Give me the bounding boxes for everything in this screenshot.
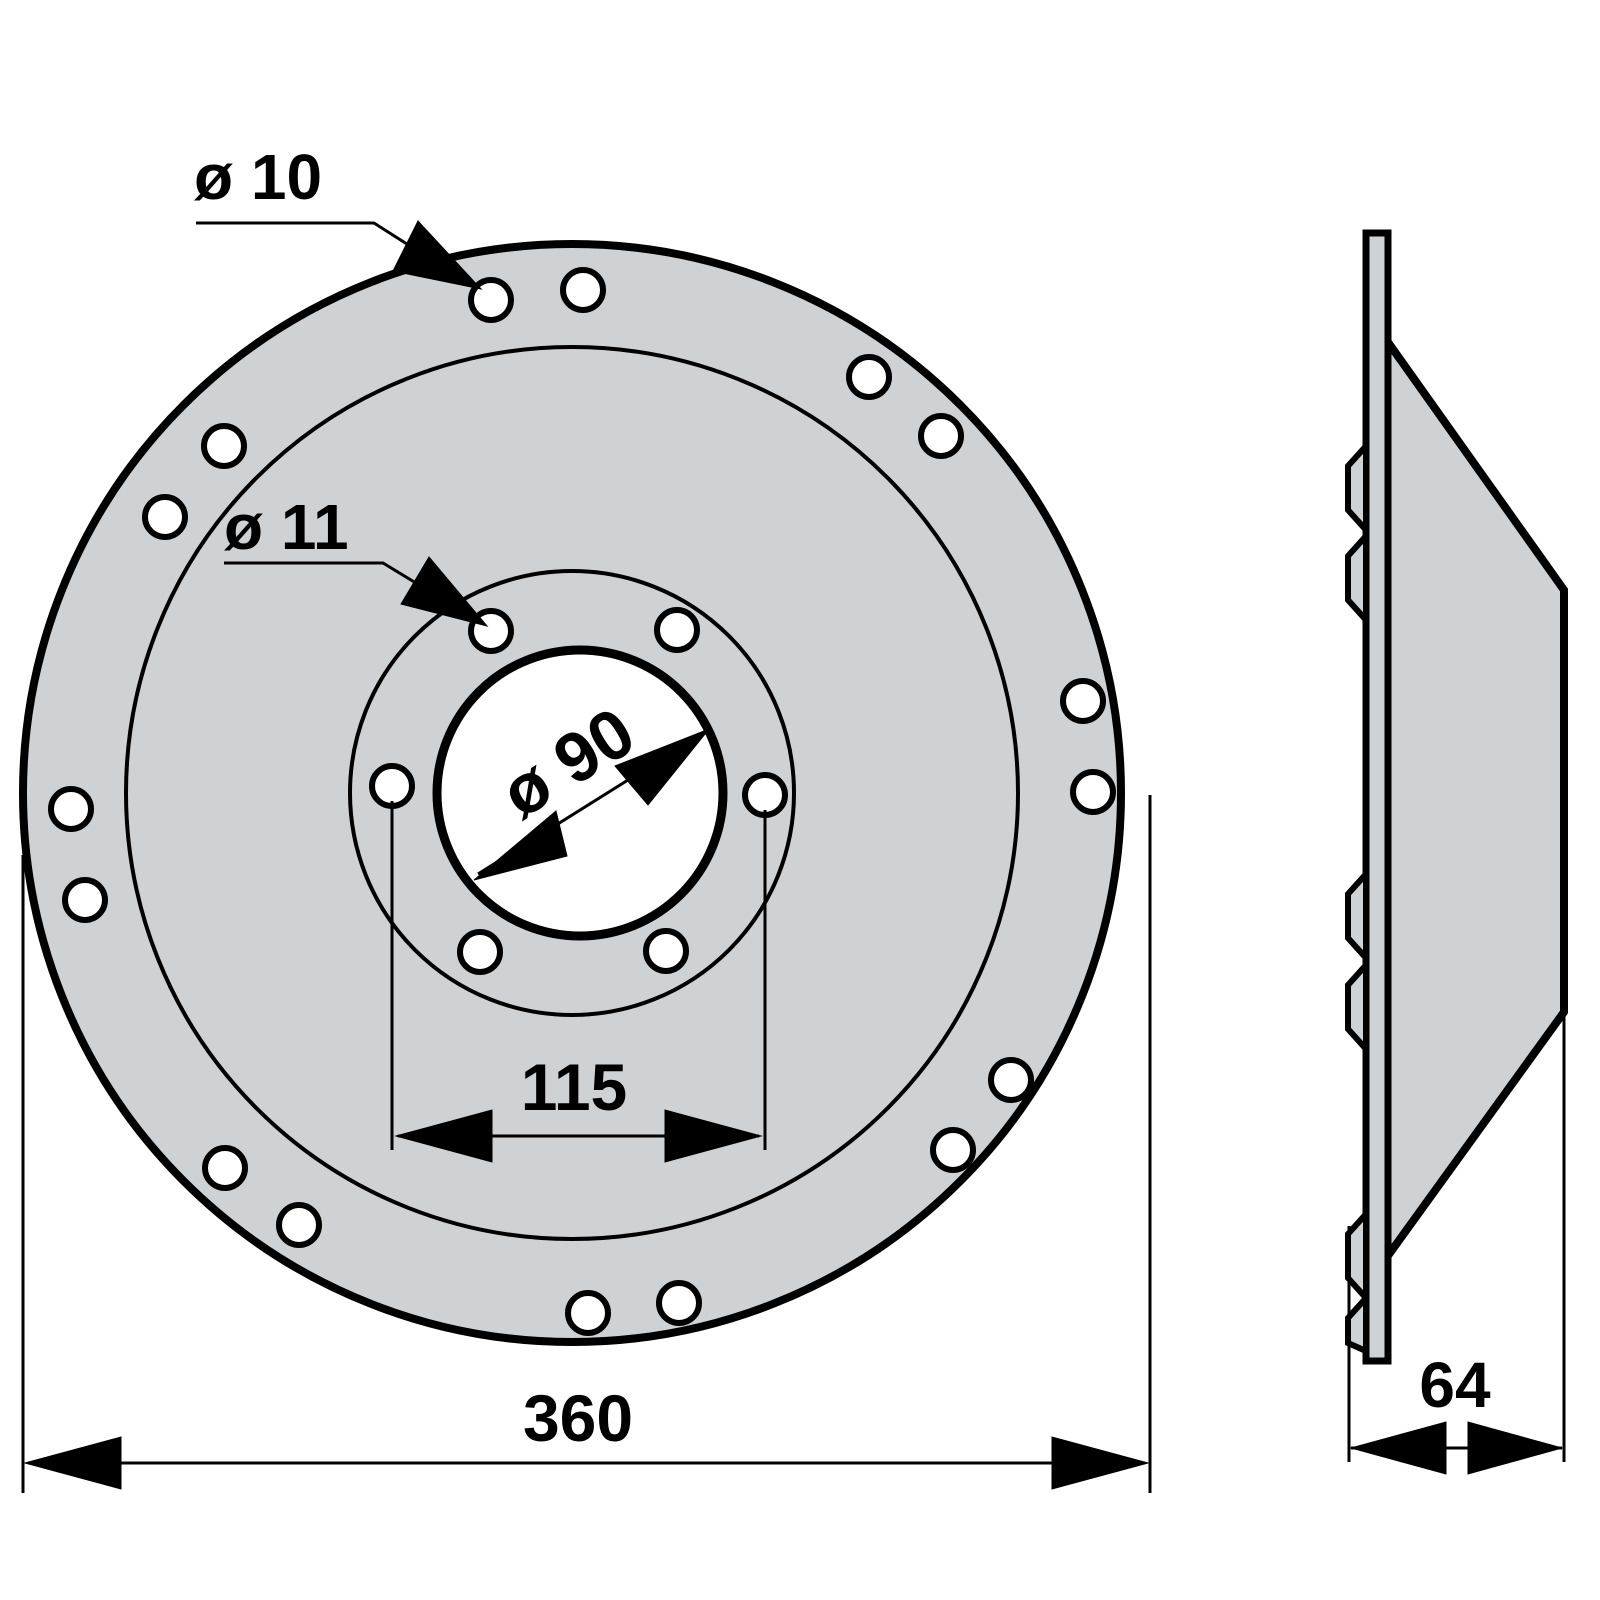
- label-depth: 64: [1419, 1349, 1491, 1421]
- label-outer-diameter: 360: [523, 1381, 633, 1455]
- bolt-head: [1345, 528, 1369, 628]
- bolt-hole: [742, 772, 788, 818]
- side-view: [1345, 229, 1568, 1365]
- side-cone-body: [1380, 325, 1568, 1270]
- disc-inner-ring: [124, 345, 1020, 1241]
- bolt-head: [1345, 1206, 1369, 1306]
- bolt-head: [1345, 866, 1369, 966]
- outer-hole: [48, 786, 94, 832]
- dimension-lines: [21, 220, 1566, 1493]
- bolt-head: [1345, 438, 1369, 538]
- bolt-hole: [369, 763, 415, 809]
- outer-holes: [48, 267, 1116, 1336]
- label-bolt-spacing: 115: [521, 1050, 627, 1124]
- bolt-hole: [457, 929, 503, 975]
- bolt-holes: [369, 607, 788, 975]
- outer-hole: [1070, 769, 1116, 815]
- label-hole-small: ø 10: [194, 141, 322, 213]
- outer-hole: [1060, 678, 1106, 724]
- label-hole-bolt: ø 11: [224, 491, 349, 563]
- outer-hole: [565, 1290, 611, 1336]
- side-mounting-flange: [1362, 229, 1392, 1365]
- bolt-hole: [654, 607, 700, 653]
- outer-hole: [142, 494, 188, 540]
- bolt-head: [1345, 957, 1369, 1057]
- outer-hole: [918, 413, 964, 459]
- outer-hole: [202, 1145, 248, 1191]
- leader-hole-bolt: [224, 556, 489, 627]
- leader-hole-small: [196, 220, 483, 290]
- front-view: [19, 240, 1125, 1346]
- dim-depth: [1347, 995, 1566, 1475]
- dim-outer-diameter: [21, 795, 1152, 1493]
- outer-hole: [560, 267, 606, 313]
- bolt-head: [1345, 1290, 1369, 1356]
- outer-hole: [62, 877, 108, 923]
- outer-hole: [930, 1127, 976, 1173]
- outer-hole: [988, 1057, 1034, 1103]
- outer-hole: [468, 277, 514, 323]
- side-bolt-heads: [1345, 438, 1369, 1356]
- outer-hole: [846, 354, 892, 400]
- dim-bolt-spacing: [390, 801, 767, 1163]
- outer-hole: [201, 423, 247, 469]
- hub-ring: [348, 569, 796, 1017]
- outer-hole: [656, 1280, 702, 1326]
- bolt-hole: [643, 928, 689, 974]
- dim-bore: [473, 727, 711, 881]
- outer-hole: [276, 1202, 322, 1248]
